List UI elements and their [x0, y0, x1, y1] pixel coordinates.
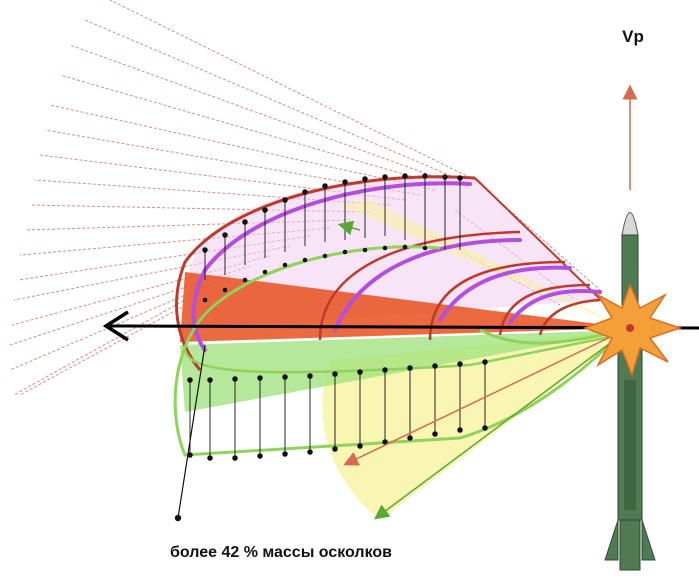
fragment-arrow-red [343, 329, 626, 466]
missile-nose [621, 212, 639, 236]
green-sector [180, 330, 630, 412]
lower-connectors [187, 359, 488, 461]
velocity-label: Vp [622, 27, 644, 46]
yellow-sector [322, 330, 630, 520]
purple-arcs [191, 181, 602, 352]
missile [604, 212, 656, 571]
orange-sector [180, 272, 630, 342]
missile-fins [604, 519, 656, 561]
yellow-sector-upper [340, 200, 630, 330]
fragment-arrow-small [337, 220, 361, 236]
green-outline-curve [173, 245, 630, 457]
fragment-arrow-green [373, 331, 626, 520]
green-curve-dots [202, 244, 428, 303]
annotation-pointer [174, 344, 206, 522]
upper-connectors [202, 173, 463, 280]
fragments-note-label: более 42 % массы осколков [170, 544, 392, 561]
nested-red-arcs [318, 230, 601, 341]
green-inner-curve [183, 333, 621, 374]
